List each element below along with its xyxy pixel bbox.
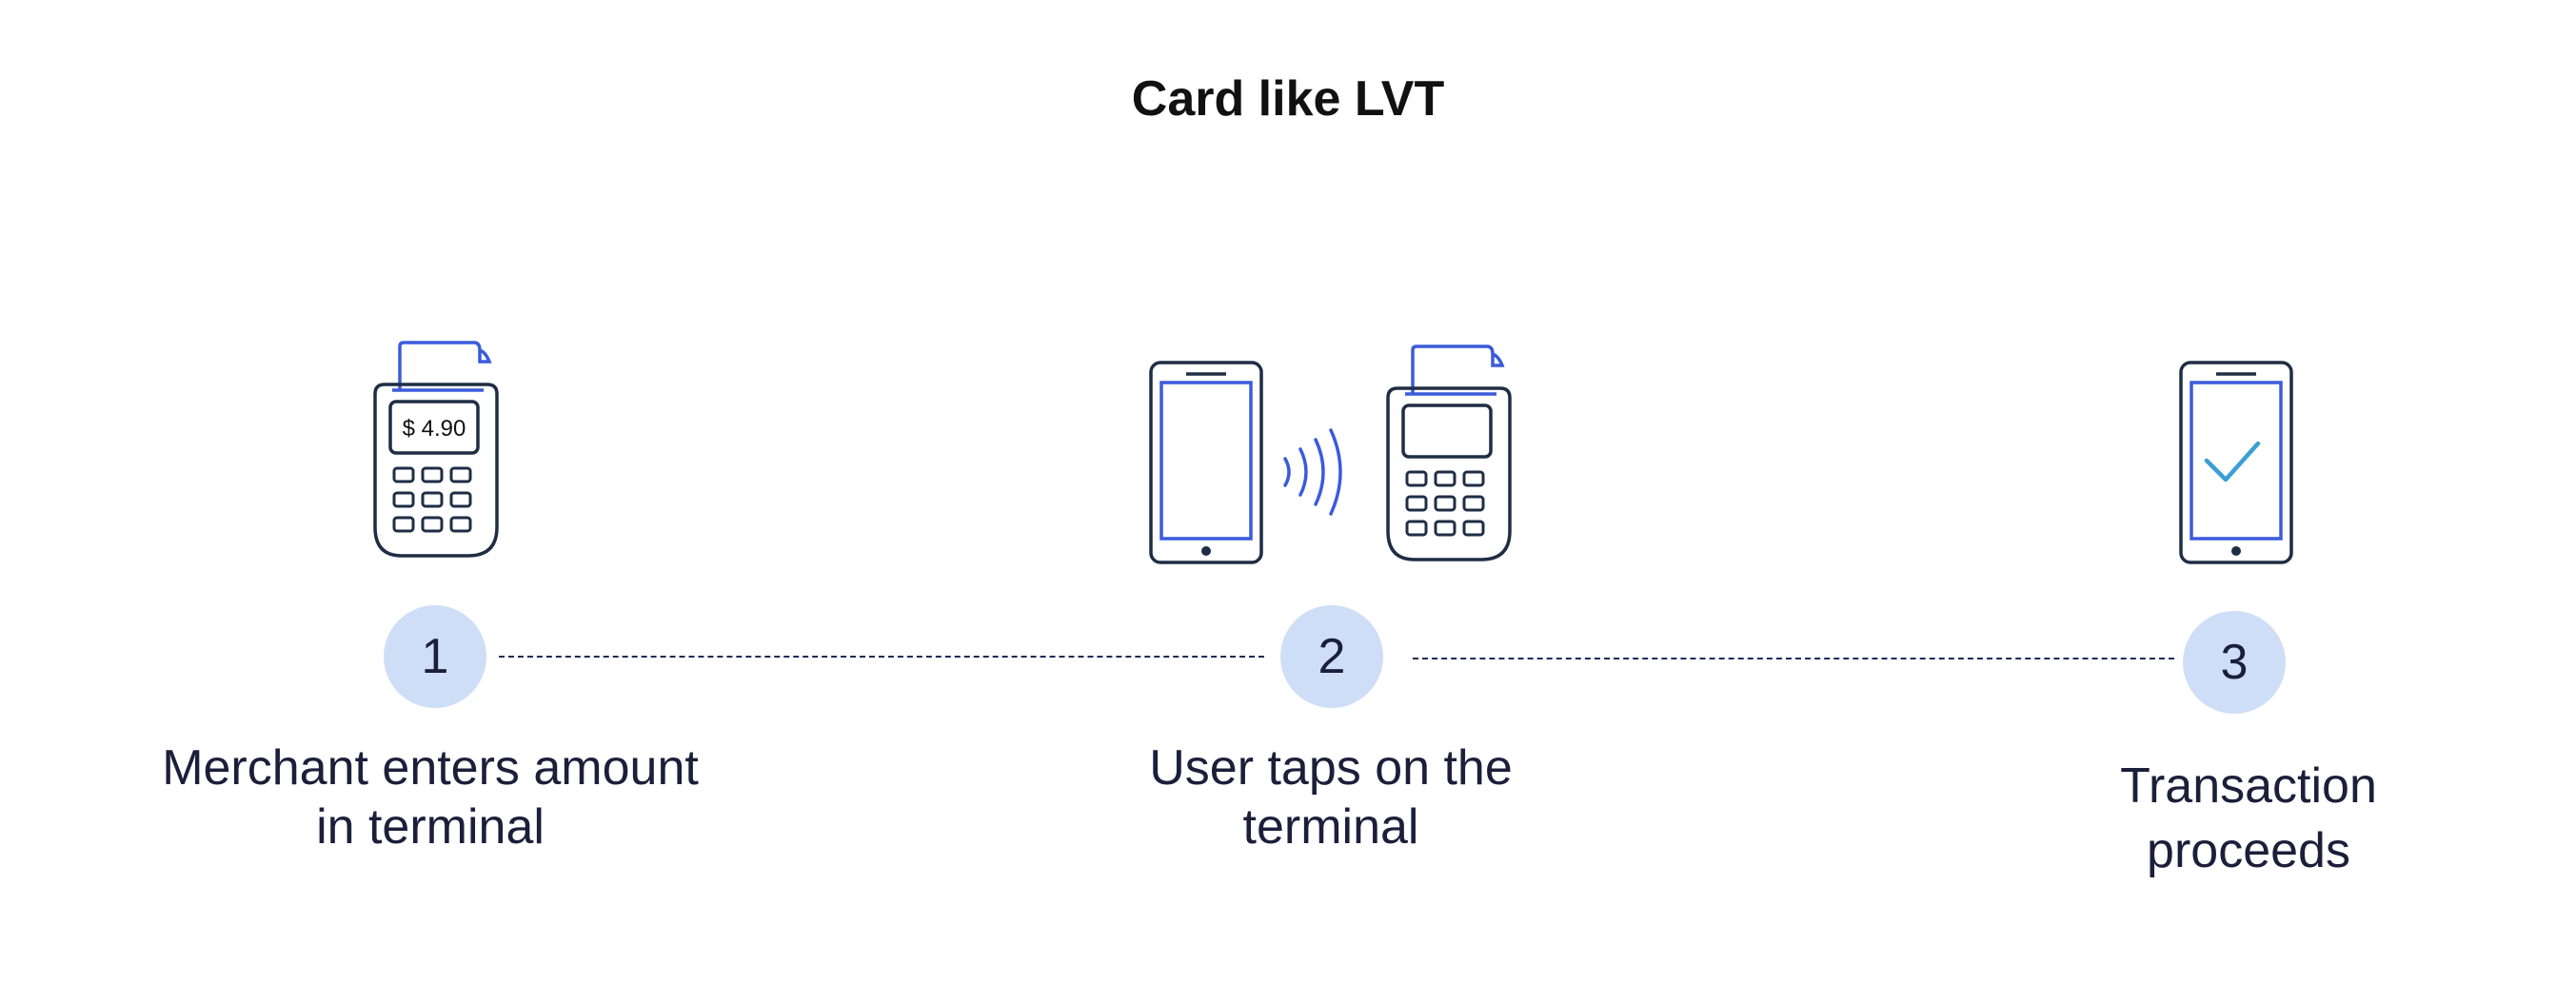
step-2-label-line-2: terminal [1242, 799, 1419, 855]
diagram-title: Card like LVT [1131, 71, 1445, 127]
phone-checkmark-icon [2178, 360, 2294, 565]
pos-terminal-amount-icon: $ 4.90 [369, 341, 503, 560]
step-1-label: Merchant enters amount in terminal [97, 738, 763, 856]
nfc-waves-icon [1279, 426, 1346, 518]
step-2-number: 2 [1280, 605, 1383, 708]
step-3-number: 3 [2183, 611, 2286, 714]
step-1-label-line-1: Merchant enters amount [162, 740, 699, 796]
phone-icon [1148, 360, 1264, 565]
step-1-label-line-2: in terminal [316, 799, 545, 855]
step-3-label-line-1: Transaction [2120, 758, 2377, 814]
connector-line-2-3 [1413, 658, 2174, 659]
step-2-label-line-1: User taps on the [1149, 740, 1513, 796]
pos-terminal-icon [1382, 344, 1516, 563]
terminal-amount-text: $ 4.90 [403, 416, 466, 442]
step-3-label: Transaction proceeds [1915, 754, 2576, 883]
connector-line-1-2 [499, 656, 1264, 658]
step-1-number: 1 [384, 605, 486, 708]
step-2-label: User taps on the terminal [998, 738, 1664, 856]
step-3-label-line-2: proceeds [2147, 823, 2350, 878]
